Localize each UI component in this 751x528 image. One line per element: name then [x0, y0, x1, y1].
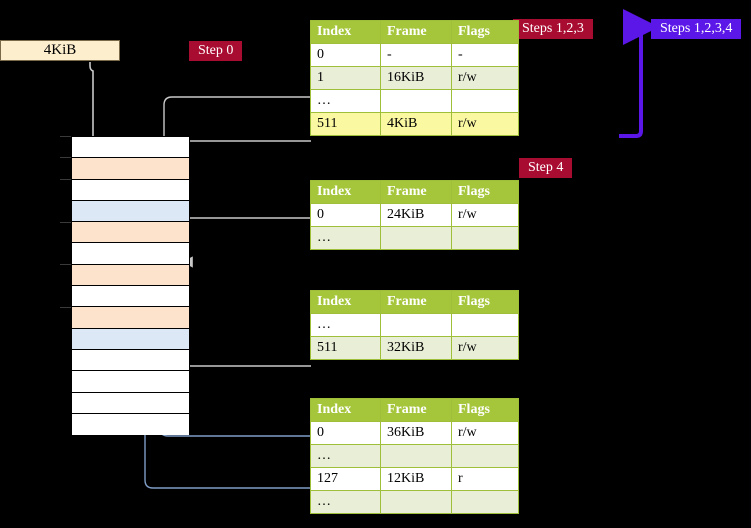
memory-cell — [72, 222, 189, 244]
column-header-frame: Frame — [380, 180, 452, 204]
memory-tick — [60, 222, 72, 223]
table-row: … — [310, 89, 519, 113]
cell-frame: - — [380, 43, 452, 67]
cell-index: 127 — [310, 467, 381, 491]
cell-index: 511 — [310, 112, 381, 136]
cell-flags — [451, 444, 519, 468]
cell-flags: r/w — [451, 336, 519, 360]
wire-pdpt-row0 — [182, 217, 311, 268]
memory-cell — [72, 371, 189, 393]
column-header-flags: Flags — [451, 20, 519, 44]
memory-cell — [72, 286, 189, 308]
table-header-row: Index Frame Flags — [310, 398, 519, 422]
memory-cell — [72, 413, 189, 436]
table-row: … — [310, 444, 519, 468]
physical-memory-column — [71, 136, 190, 436]
memory-cell — [72, 158, 189, 180]
cell-frame — [380, 89, 452, 113]
cell-index: 1 — [310, 66, 381, 90]
cell-flags: r/w — [451, 421, 519, 445]
memory-cell — [72, 179, 189, 201]
cell-flags — [451, 89, 519, 113]
wire-pd-row511 — [173, 316, 311, 367]
column-header-frame: Frame — [380, 20, 452, 44]
memory-tick — [60, 157, 72, 158]
cell-frame — [380, 490, 452, 514]
memory-cell — [72, 328, 189, 350]
cell-frame — [380, 444, 452, 468]
column-header-index: Index — [310, 290, 381, 314]
column-header-flags: Flags — [451, 398, 519, 422]
memory-cell — [72, 307, 189, 329]
memory-tick — [60, 264, 72, 265]
cell-frame: 4KiB — [380, 112, 452, 136]
memory-tick — [60, 136, 72, 137]
table-header-row: Index Frame Flags — [310, 180, 519, 204]
cell-index: … — [310, 226, 381, 250]
column-header-frame: Frame — [380, 290, 452, 314]
cell-frame: 24KiB — [380, 203, 452, 227]
table-header-row: Index Frame Flags — [310, 20, 519, 44]
memory-tick — [60, 179, 72, 180]
cell-index: … — [310, 313, 381, 337]
column-header-index: Index — [310, 180, 381, 204]
badge-steps-1-2-3: Steps 1,2,3 — [513, 19, 593, 39]
cell-frame — [380, 226, 452, 250]
memory-cell — [72, 137, 189, 159]
cell-flags: r — [451, 467, 519, 491]
badge-steps-1-2-3-4: Steps 1,2,3,4 — [651, 19, 742, 39]
cell-flags — [451, 313, 519, 337]
cell-flags — [451, 490, 519, 514]
cell-frame: 16KiB — [380, 66, 452, 90]
memory-cell — [72, 392, 189, 414]
cell-flags: r/w — [451, 66, 519, 90]
cell-frame — [380, 313, 452, 337]
table-row: … — [310, 313, 519, 337]
cell-flags: - — [451, 43, 519, 67]
frame-size-box: 4KiB — [0, 40, 120, 61]
column-header-flags: Flags — [451, 290, 519, 314]
table-row: … — [310, 226, 519, 250]
cell-index: … — [310, 89, 381, 113]
cell-frame: 32KiB — [380, 336, 452, 360]
memory-cell — [72, 243, 189, 265]
cell-flags: r/w — [451, 203, 519, 227]
cell-index: 0 — [310, 203, 381, 227]
badge-step-4: Step 4 — [519, 158, 573, 178]
cell-frame: 12KiB — [380, 467, 452, 491]
badge-step-0: Step 0 — [189, 41, 243, 61]
table-header-row: Index Frame Flags — [310, 290, 519, 314]
table-row: 0-- — [310, 43, 519, 67]
column-header-frame: Frame — [380, 398, 452, 422]
cell-frame: 36KiB — [380, 421, 452, 445]
memory-cell — [72, 264, 189, 287]
memory-cell — [72, 200, 189, 223]
wire-pml4-row511 — [177, 140, 311, 224]
column-header-index: Index — [310, 20, 381, 44]
cell-index: … — [310, 444, 381, 468]
cell-index: 511 — [310, 336, 381, 360]
memory-cell — [72, 349, 189, 372]
cell-index: 0 — [310, 43, 381, 67]
cell-flags — [451, 226, 519, 250]
cell-flags: r/w — [451, 112, 519, 136]
column-header-flags: Flags — [451, 180, 519, 204]
column-header-index: Index — [310, 398, 381, 422]
cell-index: 0 — [310, 421, 381, 445]
wire-steps-1234-bracket — [619, 9, 659, 138]
memory-tick — [60, 307, 72, 308]
cell-index: … — [310, 490, 381, 514]
frame-size-label: 4KiB — [43, 42, 77, 58]
table-row: … — [310, 490, 519, 514]
